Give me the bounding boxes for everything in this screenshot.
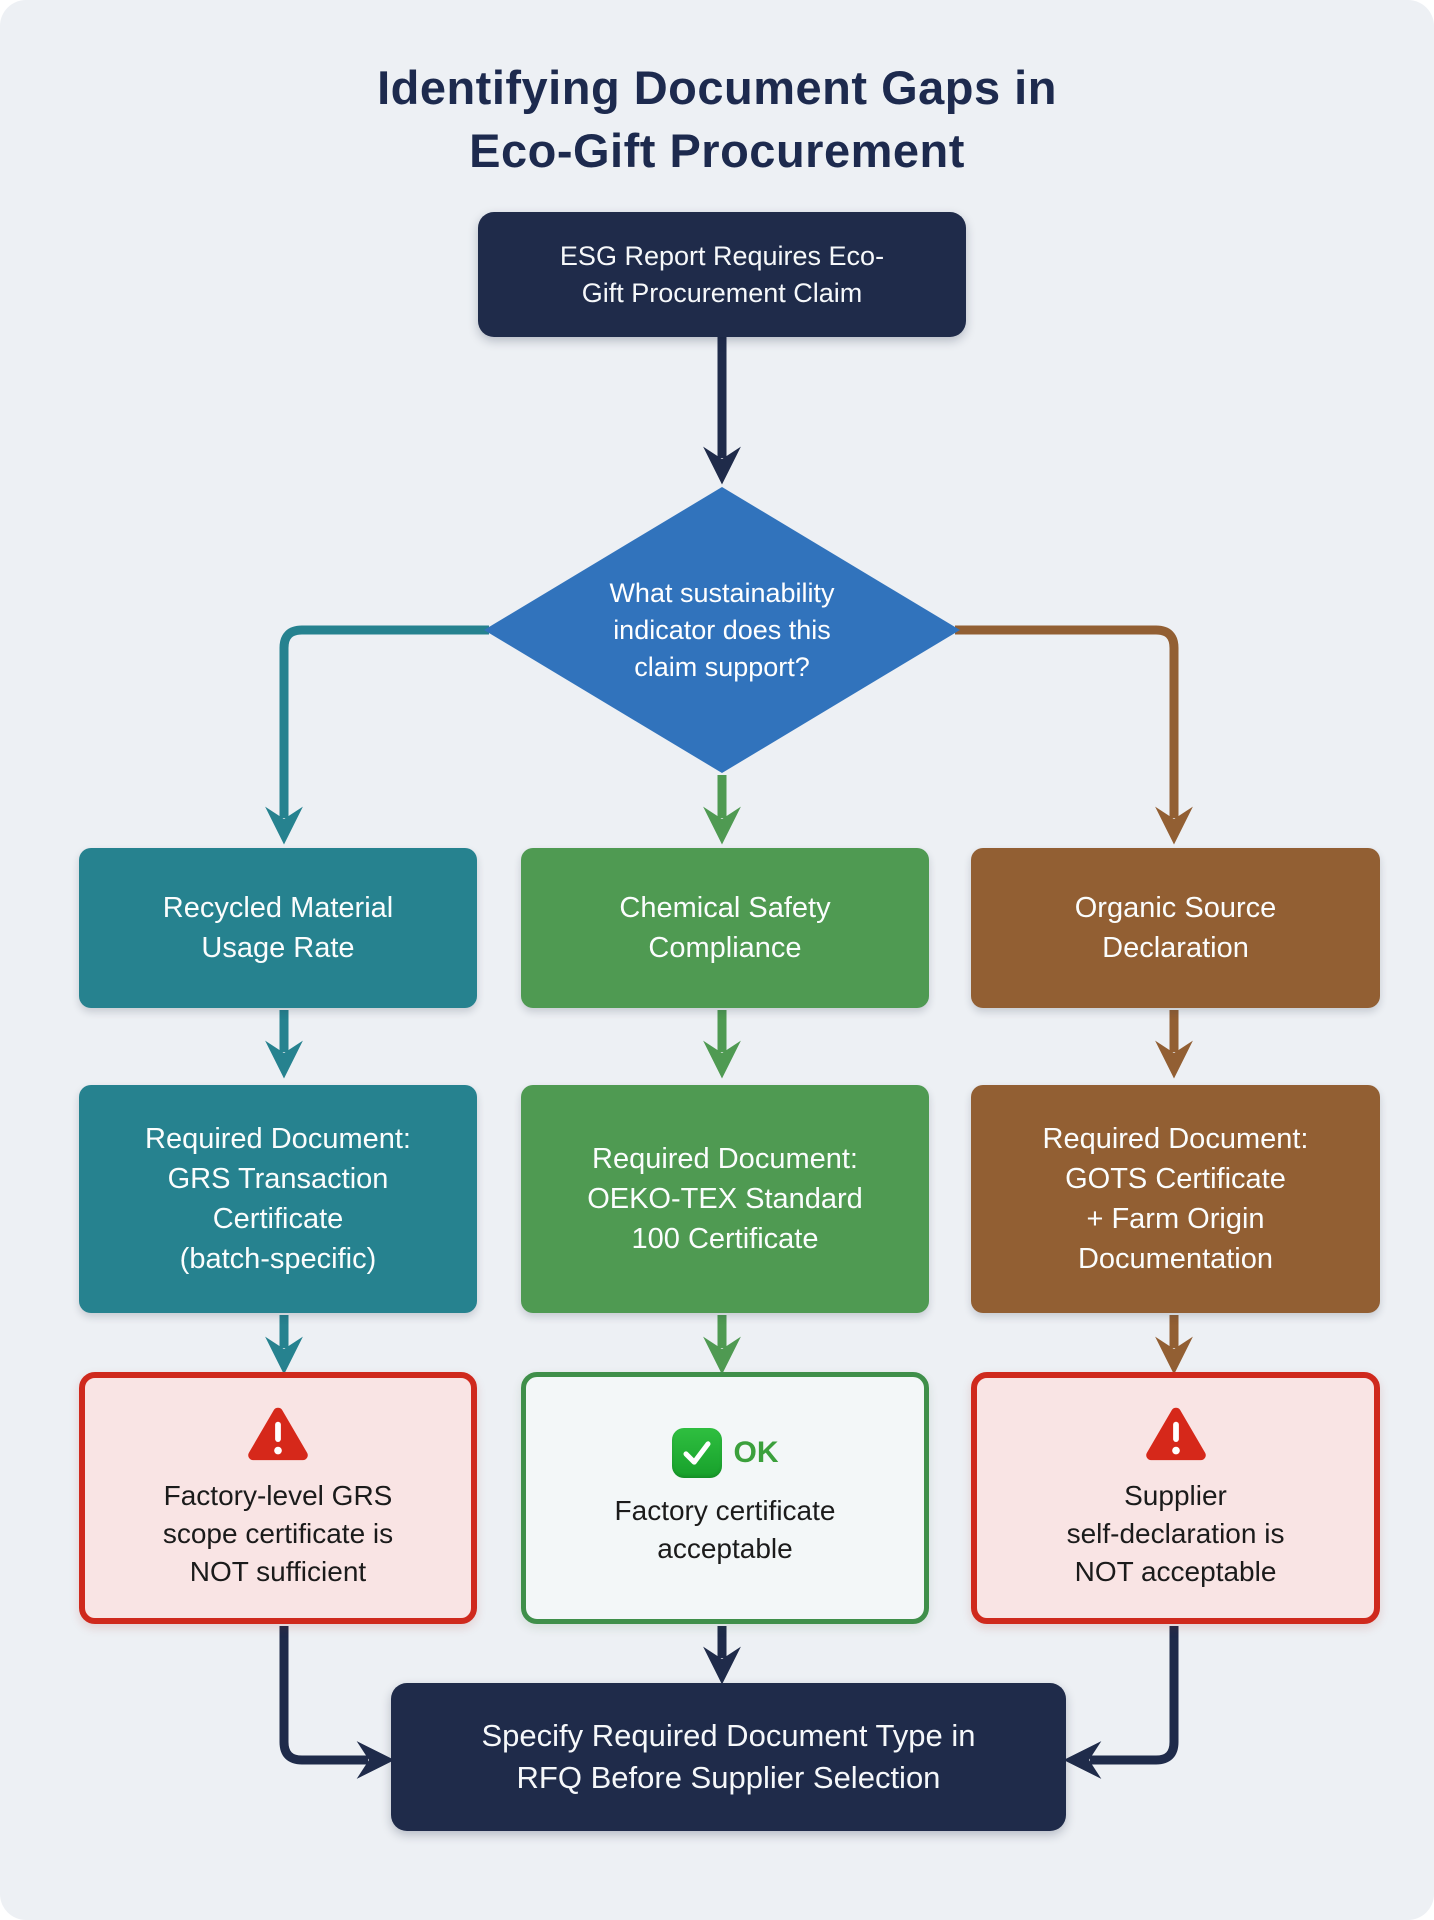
- node-start: ESG Report Requires Eco- Gift Procuremen…: [478, 212, 966, 337]
- node-indicator-chemical: Chemical Safety Compliance: [521, 848, 929, 1008]
- node-indicator-recycled: Recycled Material Usage Rate: [79, 848, 477, 1008]
- indicator-label: Recycled Material Usage Rate: [162, 892, 394, 964]
- check-icon: [671, 1428, 722, 1478]
- start-label: ESG Report Requires Eco- Gift Procuremen…: [559, 240, 885, 308]
- document-label: Required Document: OEKO-TEX Standard 100…: [587, 1143, 863, 1255]
- ok-badge: OK: [671, 1428, 779, 1478]
- indicator-label: Chemical Safety Compliance: [619, 892, 831, 964]
- decision-diamond: [484, 487, 960, 773]
- node-indicator-organic: Organic Source Declaration: [971, 848, 1380, 1008]
- outcome-label: Factory certificate acceptable: [614, 1495, 836, 1564]
- warning-icon: [246, 1405, 310, 1463]
- indicator-label: Organic Source Declaration: [1074, 892, 1277, 964]
- document-label: Required Document: GOTS Certificate + Fa…: [1042, 1123, 1309, 1275]
- warning-icon: [1144, 1405, 1208, 1463]
- outcome-label: Factory-level GRS scope certificate is N…: [162, 1480, 394, 1587]
- node-document-grs: Required Document: GRS Transaction Certi…: [79, 1085, 477, 1313]
- document-label: Required Document: GRS Transaction Certi…: [145, 1123, 411, 1275]
- ok-badge-label: OK: [733, 1436, 779, 1469]
- outcome-label: Supplier self-declaration is NOT accepta…: [1066, 1480, 1285, 1587]
- page-title: Identifying Document Gaps in Eco-Gift Pr…: [377, 61, 1057, 177]
- node-document-gots: Required Document: GOTS Certificate + Fa…: [971, 1085, 1380, 1313]
- node-document-oekotex: Required Document: OEKO-TEX Standard 100…: [521, 1085, 929, 1313]
- end-label: Specify Required Document Type in RFQ Be…: [481, 1718, 976, 1795]
- node-end: Specify Required Document Type in RFQ Be…: [391, 1683, 1066, 1831]
- node-outcome-recycled: Factory-level GRS scope certificate is N…: [79, 1372, 477, 1624]
- node-outcome-organic: Supplier self-declaration is NOT accepta…: [971, 1372, 1380, 1624]
- node-outcome-chemical: OK Factory certificate acceptable: [521, 1372, 929, 1624]
- decision-label: What sustainability indicator does this …: [609, 578, 835, 682]
